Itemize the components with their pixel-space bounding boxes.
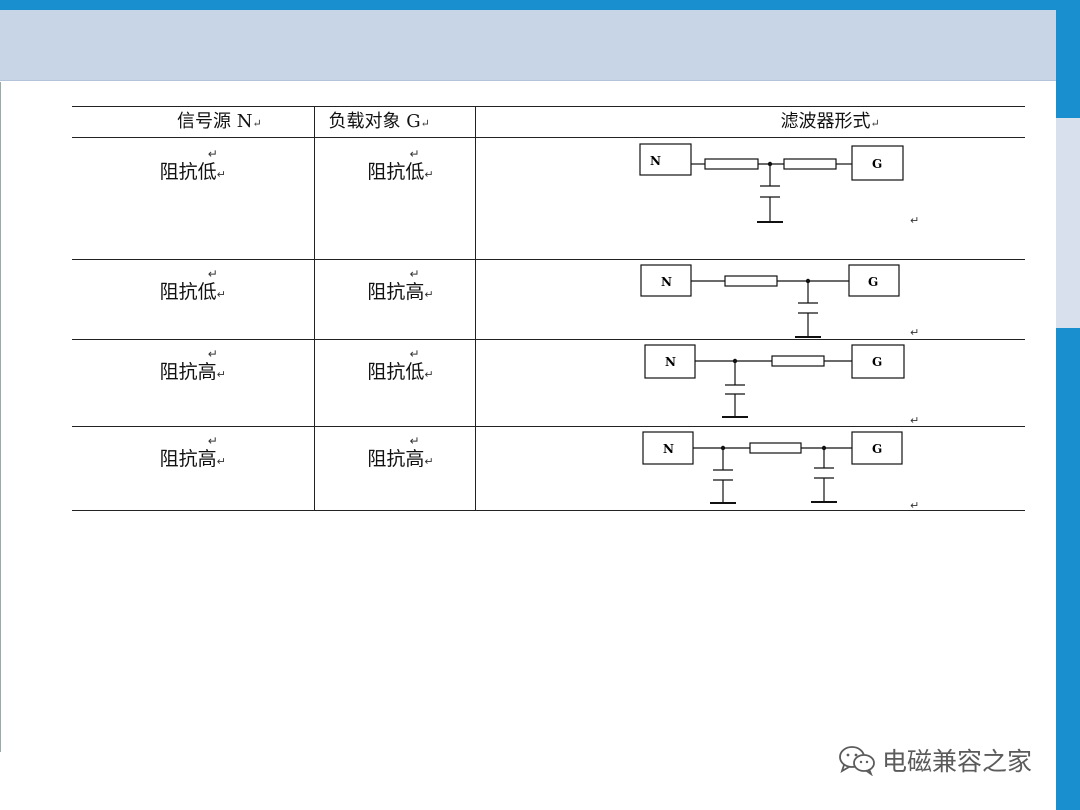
load-label: G — [872, 442, 882, 456]
return-mark: ↵ — [910, 326, 919, 339]
source-label: N — [665, 355, 676, 369]
load-box — [850, 145, 904, 181]
table-header-row: 信号源 N↵ 负载对象 G↵ 滤波器形式↵ — [72, 106, 1025, 138]
wechat-icon — [839, 746, 875, 776]
resistor-2 — [782, 158, 837, 170]
filter-diagram-pi-type: N G ↵ — [474, 426, 1025, 511]
return-mark: ↵ — [207, 147, 218, 161]
slide-header-band — [0, 10, 1056, 81]
source-label: N — [663, 442, 674, 456]
l-filter-schematic-a: N G ↵ — [639, 264, 919, 339]
l-filter-schematic-b: N G ↵ — [643, 344, 919, 426]
table-row: ↵ 阻抗高↵ ↵ 阻抗低↵ — [72, 339, 1025, 427]
resistor-1 — [723, 275, 778, 287]
return-mark: ↵ — [207, 267, 218, 281]
table-row: ↵ 阻抗低↵ ↵ 阻抗高↵ — [72, 259, 1025, 340]
right-side-tab — [1056, 118, 1080, 328]
load-label: G — [872, 157, 882, 171]
source-box — [638, 143, 692, 176]
return-mark: ↵ — [207, 434, 218, 448]
filter-diagram-l-type-b: N G ↵ — [474, 339, 1025, 427]
load-label: G — [872, 355, 882, 369]
resistor-1 — [748, 442, 802, 454]
watermark: 电磁兼容之家 — [838, 742, 1032, 778]
return-mark: ↵ — [910, 414, 919, 426]
pi-filter-schematic: N G ↵ — [641, 431, 919, 510]
load-impedance: 阻抗高↵ — [367, 448, 434, 470]
filter-diagram-t-type: N G ↵ — [474, 137, 1025, 260]
return-mark: ↵ — [910, 499, 919, 510]
return-mark: ↵ — [409, 147, 420, 161]
top-accent-strip — [0, 0, 1080, 10]
source-impedance: 阻抗高↵ — [159, 448, 226, 470]
return-mark: ↵ — [409, 347, 420, 361]
load-impedance: 阻抗低↵ — [367, 161, 434, 183]
resistor-1 — [770, 355, 825, 367]
source-label: N — [661, 275, 672, 289]
resistor-1 — [703, 158, 759, 170]
header-filter: 滤波器形式↵ — [474, 106, 1025, 138]
source-impedance: 阻抗低↵ — [159, 161, 226, 183]
return-mark: ↵ — [207, 347, 218, 361]
return-mark: ↵ — [409, 267, 420, 281]
return-mark: ↵ — [910, 214, 919, 227]
header-load: 负载对象 G↵ — [313, 106, 475, 138]
return-mark: ↵ — [409, 434, 420, 448]
load-impedance: 阻抗高↵ — [367, 281, 434, 303]
filter-selection-table: 信号源 N↵ 负载对象 G↵ 滤波器形式↵ ↵ 阻抗低↵ ↵ 阻抗低↵ — [72, 106, 1025, 511]
header-source: 信号源 N↵ — [72, 106, 314, 138]
watermark-text: 电磁兼容之家 — [882, 747, 1033, 776]
table-row: ↵ 阻抗低↵ ↵ 阻抗低↵ — [72, 137, 1025, 260]
table-row: ↵ 阻抗高↵ ↵ 阻抗高↵ — [72, 426, 1025, 511]
t-filter-schematic: N G ↵ — [638, 143, 919, 227]
source-impedance: 阻抗低↵ — [159, 281, 226, 303]
source-label: N — [650, 154, 661, 168]
filter-diagram-l-type-a: N G ↵ — [474, 259, 1025, 340]
load-label: G — [868, 275, 878, 289]
source-impedance: 阻抗高↵ — [159, 361, 226, 383]
left-edge-line — [0, 82, 1, 752]
load-impedance: 阻抗低↵ — [367, 361, 434, 383]
